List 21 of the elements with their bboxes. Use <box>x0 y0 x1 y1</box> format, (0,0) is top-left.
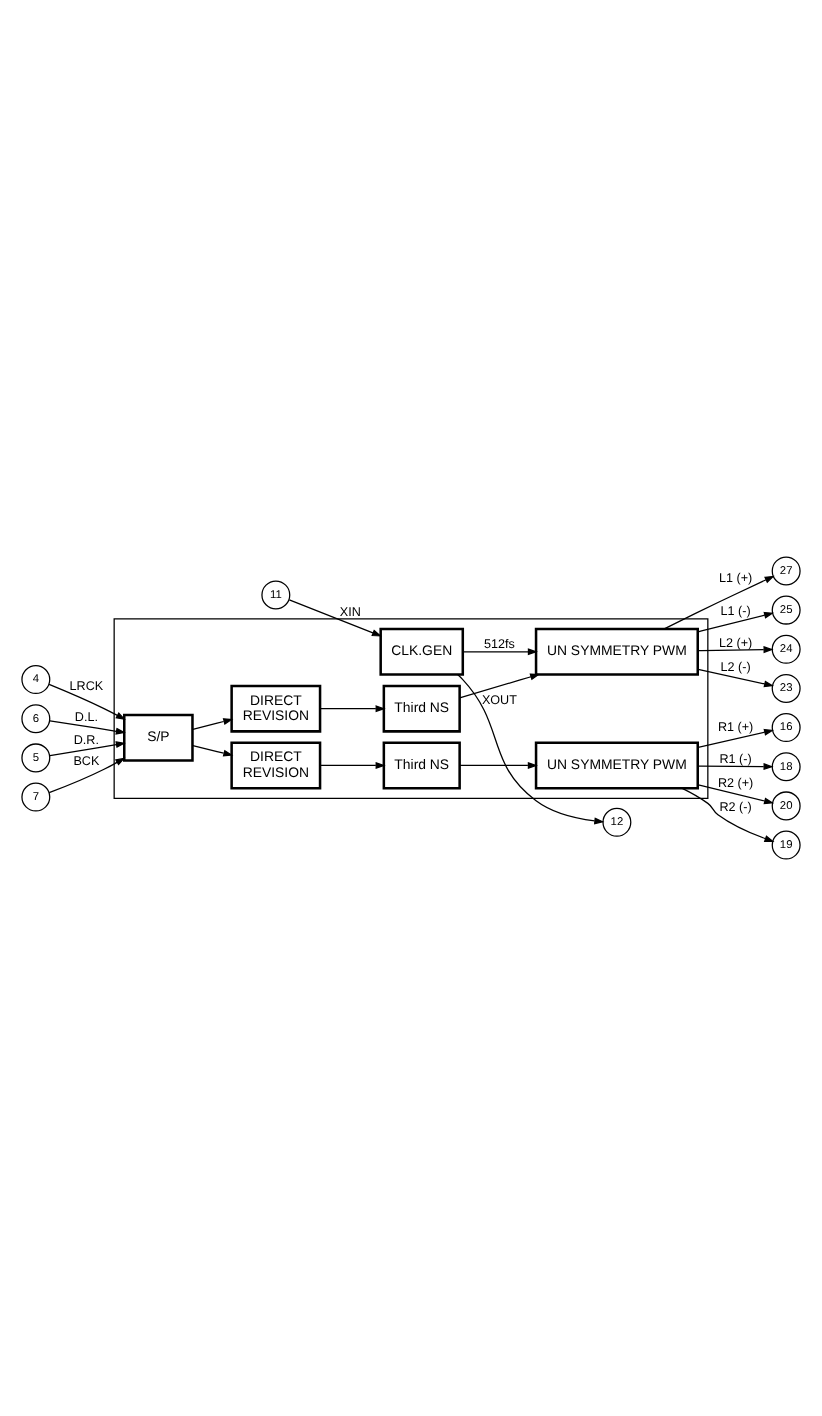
arrow <box>697 763 774 771</box>
arrow <box>319 761 386 769</box>
arrow <box>319 705 386 713</box>
arrow <box>459 673 541 699</box>
arrow <box>697 784 775 805</box>
arrow <box>49 741 126 757</box>
arrow <box>697 668 775 688</box>
arrow <box>192 718 234 730</box>
arrow <box>663 575 775 630</box>
arrow <box>288 599 382 637</box>
arrow <box>697 611 775 633</box>
arrow <box>49 720 126 735</box>
arrow <box>457 673 605 825</box>
arrow <box>192 745 234 757</box>
arrow <box>697 728 775 748</box>
arrow <box>681 787 775 842</box>
arrow <box>462 648 538 656</box>
arrow <box>459 761 538 769</box>
arrow <box>48 757 126 794</box>
arrow <box>697 646 774 654</box>
arrow <box>48 683 126 720</box>
